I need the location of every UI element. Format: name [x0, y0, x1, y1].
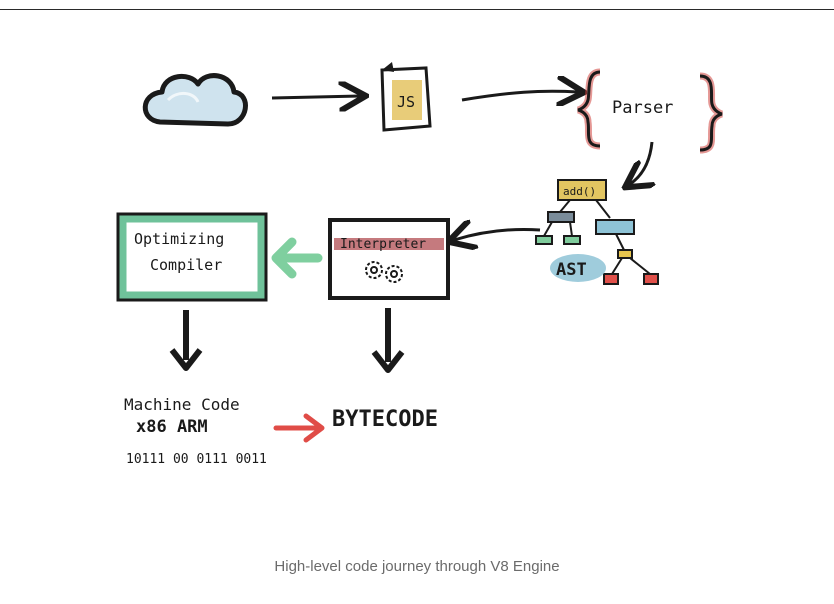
v8-pipeline-diagram: JS Parser add() AST Int: [0, 12, 834, 544]
arrow-machine-code-to-bytecode: [273, 413, 325, 443]
arrow-parser-to-ast: [630, 141, 652, 184]
ast-label-highlight: [550, 254, 606, 282]
ast-leaf-green-2: [563, 235, 581, 245]
parser-block: Parser: [577, 68, 723, 154]
machine-code-title: Machine Code: [124, 395, 240, 414]
interpreter-label: Interpreter: [340, 237, 426, 252]
bytecode-label: BYTECODE: [332, 407, 438, 432]
arrow-cloud-to-js: [271, 96, 360, 98]
machine-code-bits: 10111 00 0111 0011: [126, 452, 267, 467]
optimizing-compiler-box: Optimizing Compiler: [116, 212, 268, 302]
arrow-compiler-to-machine-code: [169, 310, 203, 371]
top-divider: [0, 9, 834, 10]
ast-leaf-green-1: [535, 235, 553, 245]
arrow-ast-to-interpreter: [454, 229, 541, 240]
cloud-icon: [142, 73, 248, 127]
ast-tree: add() AST: [535, 179, 659, 285]
ast-root-label: add(): [563, 185, 596, 198]
parser-label: Parser: [612, 98, 673, 118]
ast-leaf-red-1: [603, 273, 619, 285]
ast-node-left: [547, 211, 575, 223]
ast-label: AST: [556, 260, 587, 280]
arrow-interpreter-to-bytecode: [371, 308, 405, 373]
ast-node-right: [595, 219, 635, 235]
ast-node-yellow: [617, 249, 633, 259]
js-file-icon: JS: [380, 62, 432, 132]
interpreter-box: Interpreter: [328, 218, 450, 300]
arrow-js-to-parser: [461, 91, 578, 100]
interpreter-header-band: [334, 238, 444, 250]
ast-leaf-red-2: [643, 273, 659, 285]
js-file-label: JS: [397, 93, 415, 111]
gears-icon: [365, 261, 403, 283]
machine-code-archs: x86 ARM: [136, 417, 208, 437]
compiler-line1: Optimizing: [134, 230, 224, 248]
ast-root-node: [557, 179, 607, 201]
arrow-interpreter-to-compiler: [271, 237, 323, 279]
figure-caption: High-level code journey through V8 Engin…: [274, 558, 560, 575]
compiler-line2: Compiler: [150, 256, 222, 274]
